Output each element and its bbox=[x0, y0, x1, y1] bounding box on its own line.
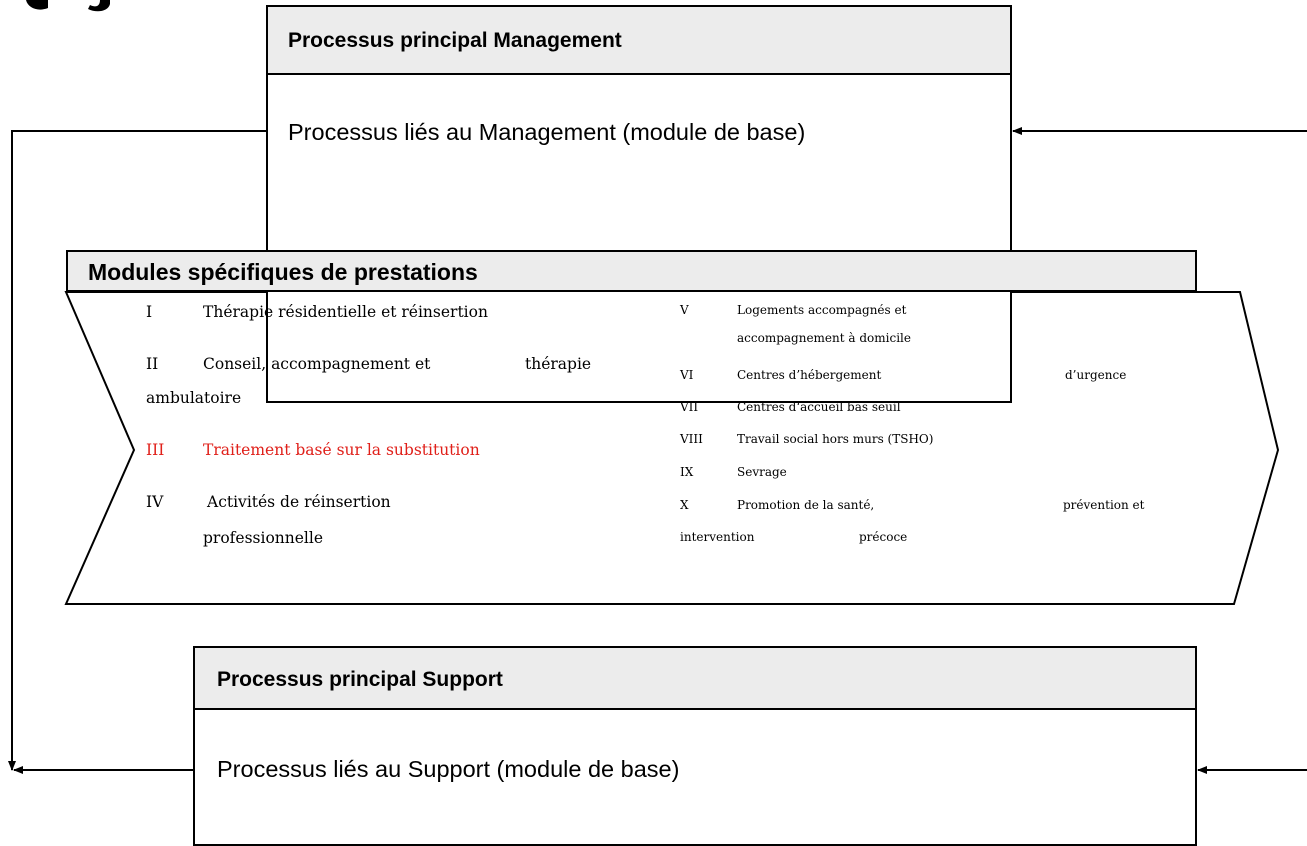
module-label-part: intervention bbox=[680, 530, 755, 544]
module-label-part: professionnelle bbox=[203, 529, 323, 547]
support-process-box: Processus principal Support Processus li… bbox=[193, 646, 1197, 846]
support-header: Processus principal Support bbox=[195, 648, 1195, 710]
management-body: Processus liés au Management (module de … bbox=[288, 119, 806, 145]
module-number: VIII bbox=[680, 432, 703, 446]
module-label-part: ambulatoire bbox=[146, 389, 242, 407]
module-number: IX bbox=[680, 465, 694, 479]
module-number: VI bbox=[680, 368, 694, 382]
module-label: Thérapie résidentielle et réinsertion bbox=[203, 303, 488, 321]
module-label: Conseil, accompagnement et bbox=[203, 355, 431, 373]
module-number-highlighted: III bbox=[146, 441, 165, 459]
module-label-part: accompagnement à domicile bbox=[737, 331, 911, 345]
module-number: X bbox=[680, 498, 689, 512]
module-number: I bbox=[146, 303, 153, 321]
modules-left-list: I Thérapie résidentielle et réinsertion … bbox=[0, 0, 591, 547]
module-number: V bbox=[680, 303, 689, 317]
logo-fragment bbox=[26, 0, 110, 12]
support-body: Processus liés au Support (module de bas… bbox=[217, 756, 680, 782]
management-process-box: Processus principal Management Processus… bbox=[266, 5, 1012, 403]
module-label-highlighted: Traitement basé sur la substitution bbox=[203, 441, 480, 459]
module-number: VII bbox=[680, 400, 699, 414]
module-label-part: thérapie bbox=[525, 355, 592, 373]
module-label-part: précoce bbox=[859, 530, 908, 544]
modules-right-list: V Logements accompagnés et accompagnemen… bbox=[0, 0, 1144, 544]
module-label: Promotion de la santé, bbox=[737, 498, 875, 512]
module-label: Logements accompagnés et bbox=[737, 303, 907, 317]
module-label: Travail social hors murs (TSHO) bbox=[737, 432, 934, 446]
module-label: Sevrage bbox=[737, 465, 787, 479]
module-label: Activités de réinsertion bbox=[207, 493, 391, 511]
module-label-part: d’urgence bbox=[1065, 368, 1127, 382]
module-number: II bbox=[146, 355, 159, 373]
module-label: Centres d‘accueil bas seuil bbox=[737, 400, 901, 414]
module-label: Centres d’hébergement bbox=[737, 368, 882, 382]
module-number: IV bbox=[146, 493, 164, 511]
modules-header: Modules spécifiques de prestations bbox=[66, 250, 1197, 292]
management-title: Processus principal Management bbox=[288, 29, 622, 52]
modules-title: Modules spécifiques de prestations bbox=[88, 259, 478, 285]
management-header: Processus principal Management bbox=[268, 7, 1010, 75]
module-label-part: prévention et bbox=[1063, 498, 1145, 512]
left-connector-arrow bbox=[8, 130, 266, 771]
support-title: Processus principal Support bbox=[217, 668, 503, 691]
